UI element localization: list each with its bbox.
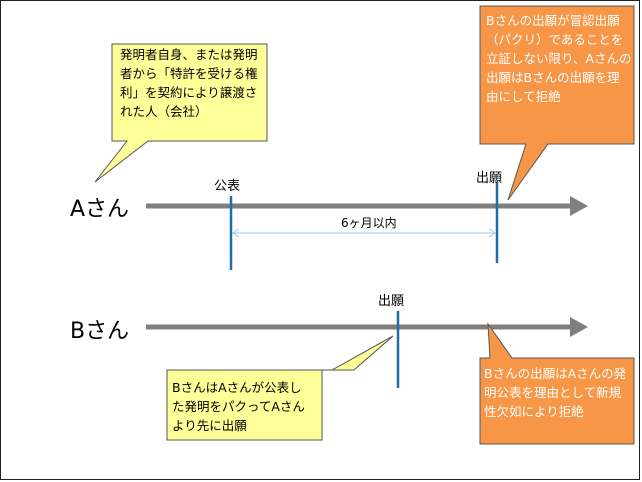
timeline-a-arrowhead (570, 196, 588, 216)
rejection-a-callout-text: Bさんの出願が冒認出願（パクリ）であることを立証しない限り、Aさんの出願はBさん… (486, 13, 632, 104)
six-month-span-left-arrow (232, 228, 240, 238)
inventor-callout-shape (94, 43, 268, 183)
a-application-label: 出願 (476, 171, 503, 186)
rejection-b-callout-text: Bさんの出願はAさんの発明公表を理由として新規性欠如により拒絶 (484, 366, 627, 419)
b-copied-callout-text: BさんはAさんが公表した発明をパクってAさんより先に出願 (172, 380, 305, 433)
six-month-span-label: 6ヶ月以内 (341, 216, 397, 230)
timeline-b-label: Bさん (70, 319, 130, 344)
inventor-callout-text: 発明者自身、または発明者から「特許を受ける権利」を契約により譲渡された人（会社） (120, 47, 258, 119)
rejection-a-callout-shape (479, 5, 635, 201)
b-copied-callout-shape (166, 335, 394, 441)
b-application-label: 出願 (378, 294, 405, 309)
rejection-b-callout-shape (479, 322, 635, 445)
publication-label: 公表 (214, 179, 241, 194)
six-month-span-right-arrow (488, 228, 496, 238)
timeline-b-arrowhead (570, 317, 588, 337)
timeline-a-label: Aさん (70, 197, 130, 222)
